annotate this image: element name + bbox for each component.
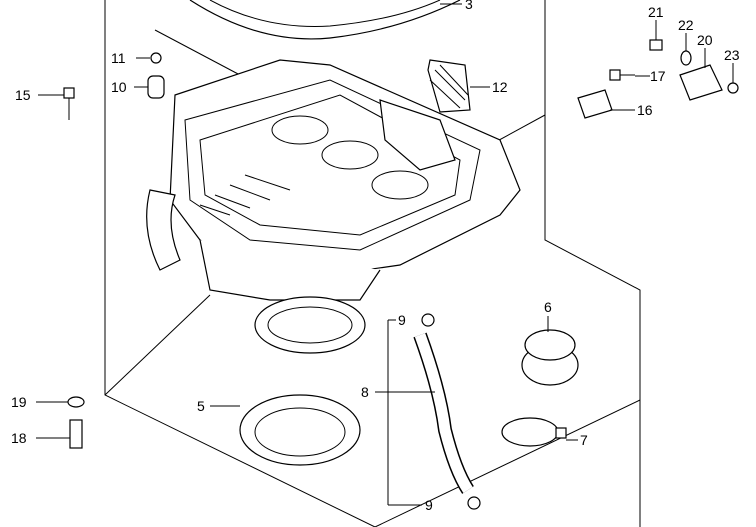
callout-16: 16	[637, 102, 653, 118]
part-9-clip-lower	[467, 496, 481, 510]
callout-8: 8	[361, 384, 369, 400]
callout-21: 21	[648, 4, 664, 20]
part-6-joint	[521, 329, 579, 386]
callout-3: 3	[465, 0, 473, 12]
callout-5: 5	[197, 398, 205, 414]
callout-15: 15	[15, 87, 31, 103]
callout-11: 11	[111, 50, 126, 66]
part-22-washer	[680, 50, 692, 66]
part-18-drain-plug	[69, 419, 83, 449]
callout-9-lower: 9	[425, 497, 433, 513]
part-10-cap	[147, 75, 165, 99]
callout-6: 6	[544, 299, 552, 315]
callout-19: 19	[11, 394, 27, 410]
part-21-bolt	[649, 39, 663, 51]
air-box-housing	[146, 59, 521, 354]
callout-20: 20	[697, 32, 713, 48]
callout-labels: 3 11 10 15 12 21 22 20 23 17 16 6 9 8 19…	[11, 0, 740, 513]
part-17-bolt	[609, 69, 635, 81]
part-7-clamp	[501, 417, 567, 447]
part-8-hose	[413, 332, 474, 494]
part-12-filter-element	[427, 59, 471, 113]
part-23-nut	[727, 82, 739, 94]
callout-12: 12	[492, 79, 508, 95]
part-5-seal-ring	[239, 394, 361, 466]
callout-22: 22	[678, 17, 694, 33]
callout-9-upper: 9	[398, 312, 406, 328]
part-9-clip-upper	[421, 313, 435, 327]
cover-gasket	[189, 0, 461, 40]
part-20-sensor	[679, 64, 723, 101]
callout-7: 7	[580, 432, 588, 448]
part-19-washer	[67, 396, 85, 408]
leader-lines	[36, 3, 734, 506]
callout-18: 18	[11, 430, 27, 446]
callout-10: 10	[111, 79, 127, 95]
callout-23: 23	[724, 47, 740, 63]
part-11-clip	[150, 52, 162, 64]
part-15-bolt	[63, 87, 75, 120]
assembly-frame	[104, 0, 641, 527]
part-16-sensor	[577, 89, 613, 119]
callout-17: 17	[650, 68, 666, 84]
